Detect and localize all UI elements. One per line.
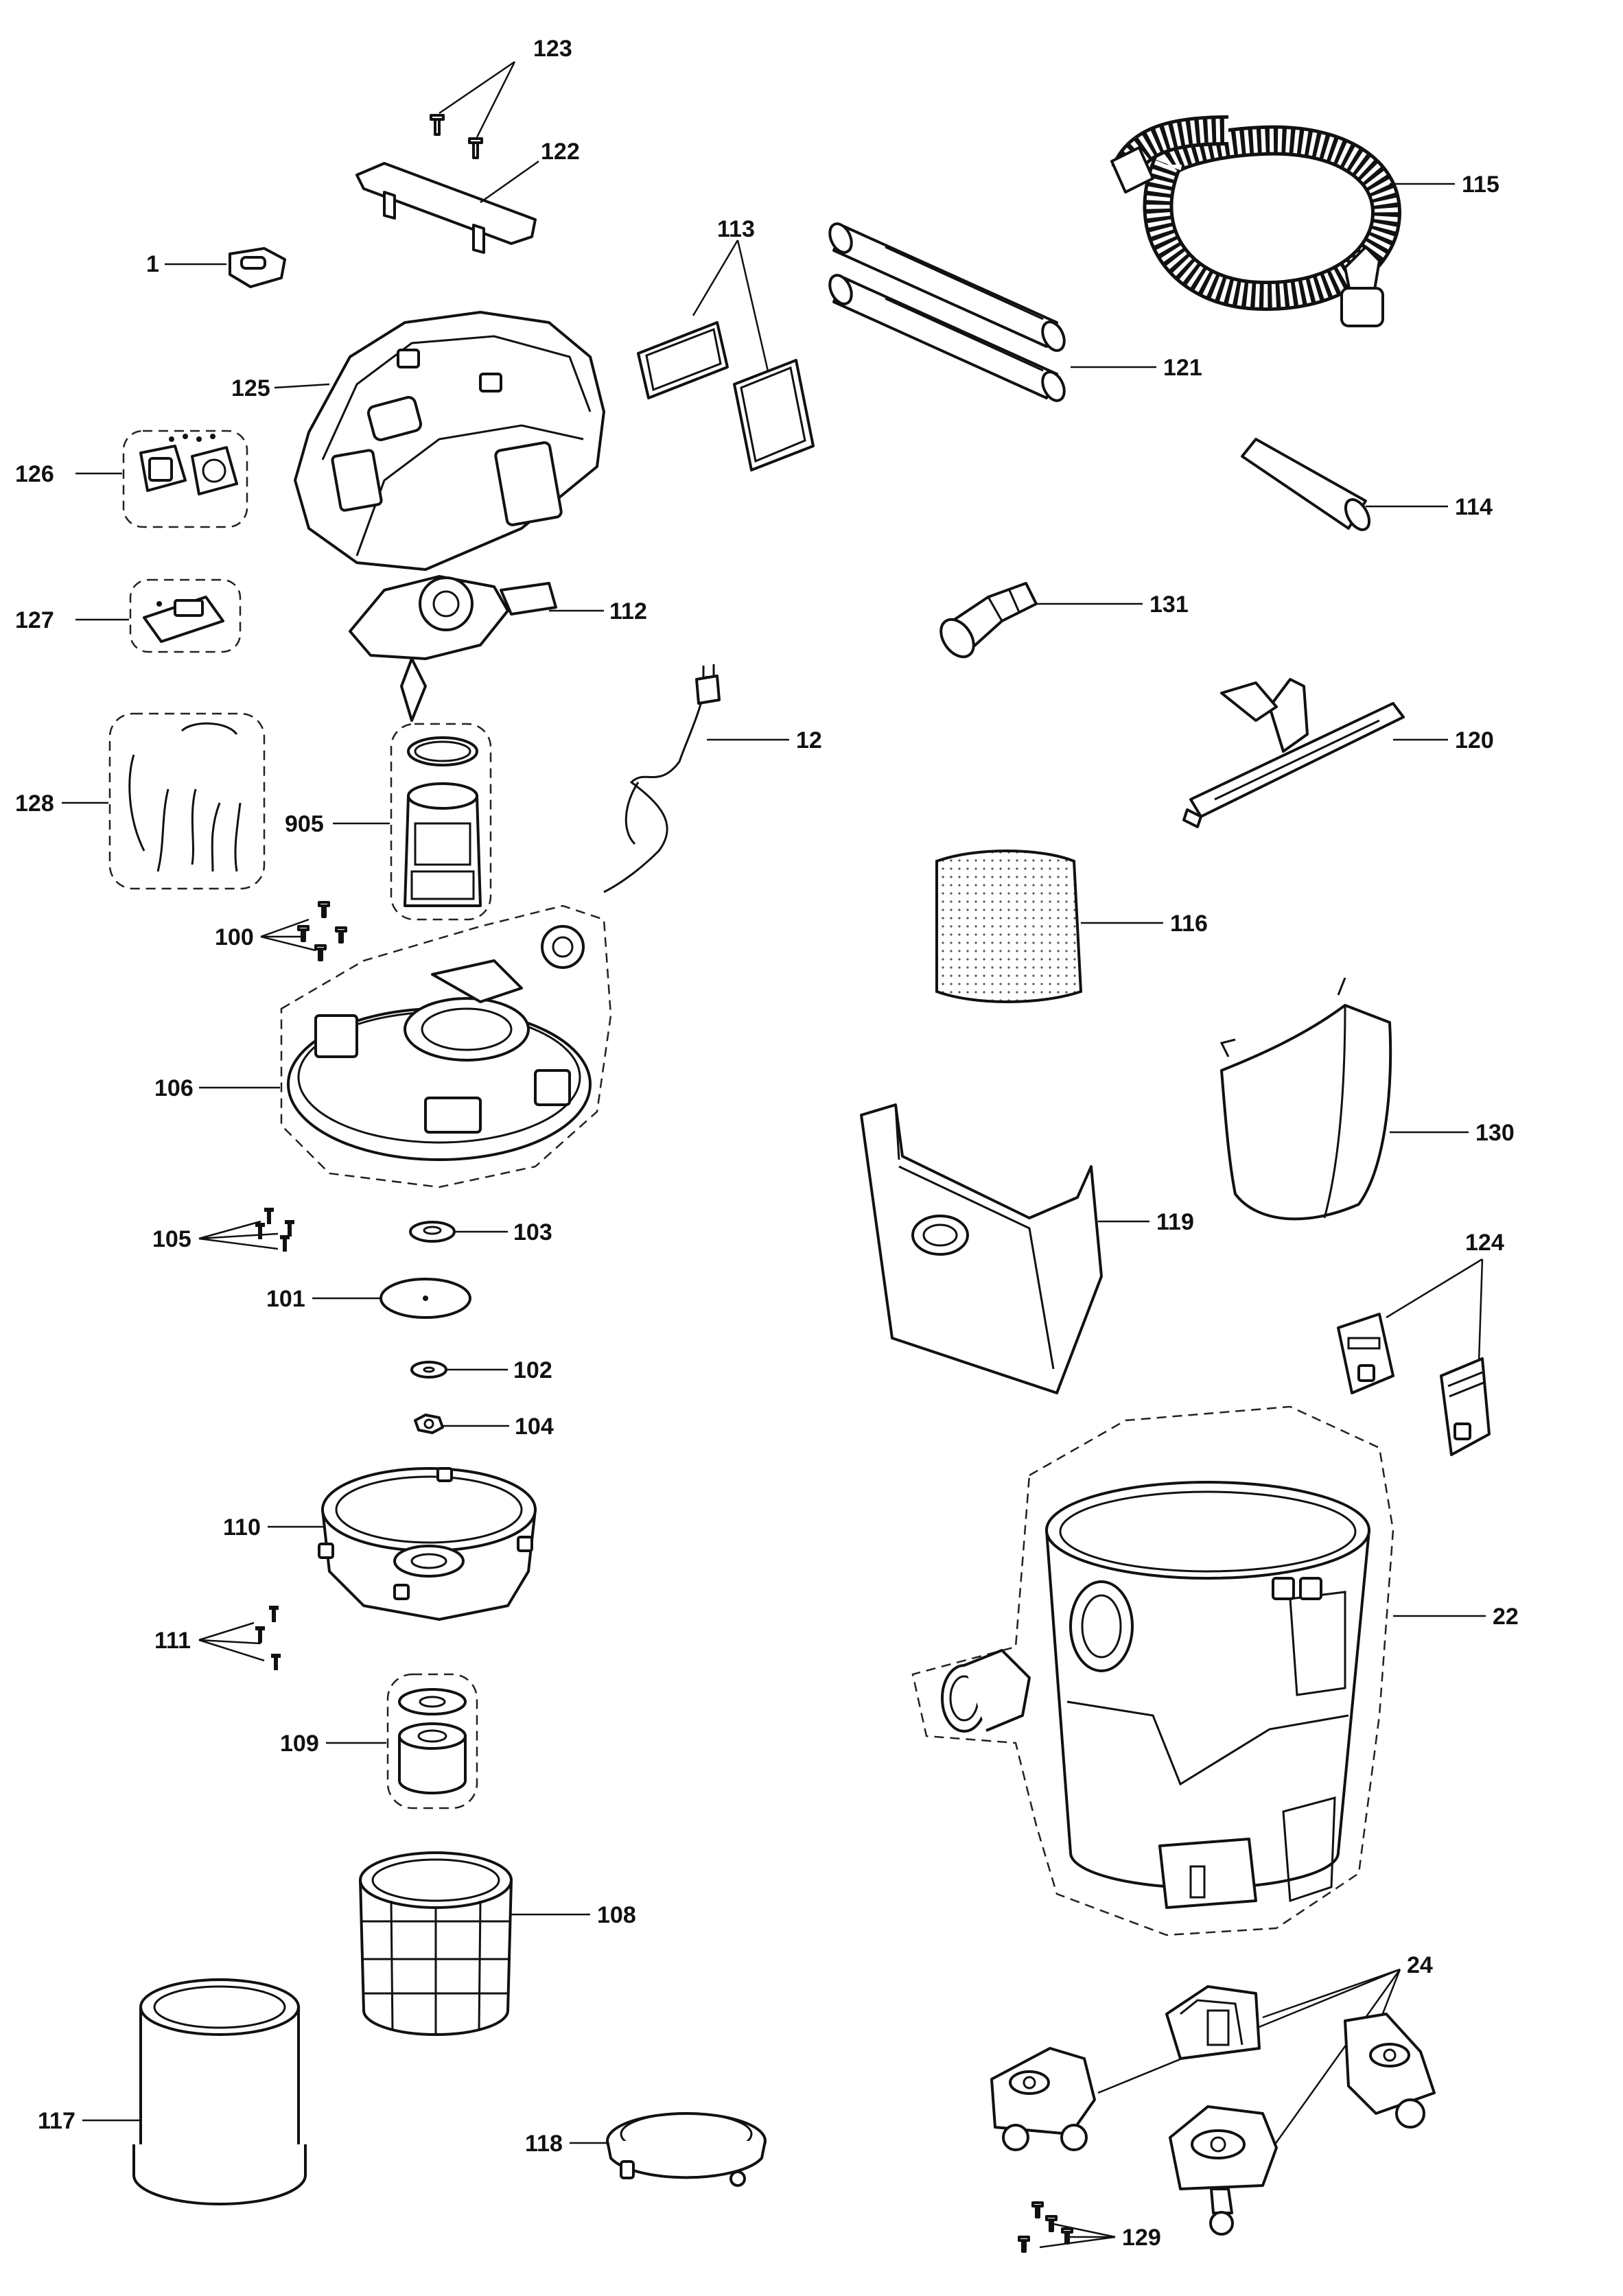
label-905: 905	[285, 811, 324, 837]
label-113: 113	[717, 216, 755, 242]
label-12: 12	[796, 727, 822, 753]
part-131-adapter	[939, 582, 1143, 659]
label-112: 112	[609, 598, 647, 624]
part-128-wire-set	[62, 712, 266, 890]
part-12-power-cord	[603, 664, 789, 893]
part-121-extension-tubes	[828, 222, 1156, 402]
label-123: 123	[533, 36, 572, 62]
part-120-floor-nozzle	[1182, 678, 1448, 828]
part-111-screws	[198, 1606, 281, 1670]
label-104: 104	[515, 1414, 554, 1440]
part-129-screws	[1018, 2201, 1116, 2253]
part-106-motor-base	[199, 904, 612, 1188]
part-126-socket-group	[75, 430, 248, 528]
label-106: 106	[154, 1075, 194, 1101]
label-110: 110	[223, 1514, 261, 1541]
part-127-circuit-board	[75, 578, 242, 653]
part-905-motor	[333, 723, 492, 921]
part-110-filter-housing	[268, 1467, 537, 1621]
label-130: 130	[1475, 1120, 1515, 1146]
part-119-dust-bag	[860, 1103, 1149, 1394]
label-128: 128	[15, 790, 54, 817]
part-124-latches	[1337, 1258, 1491, 1456]
label-116: 116	[1170, 911, 1208, 937]
part-104-nut	[414, 1414, 509, 1434]
part-116-filter-sleeve	[935, 850, 1163, 1003]
label-117: 117	[38, 2108, 75, 2134]
label-129: 129	[1122, 2225, 1161, 2251]
part-114-crevice-tool	[1241, 438, 1448, 531]
label-119: 119	[1156, 1209, 1194, 1235]
part-115-hose	[1110, 115, 1455, 327]
label-109: 109	[280, 1731, 319, 1757]
label-120: 120	[1455, 727, 1494, 753]
label-22: 22	[1493, 1604, 1519, 1630]
label-127: 127	[15, 607, 54, 633]
label-105: 105	[152, 1226, 191, 1252]
label-121: 121	[1163, 355, 1202, 381]
label-1: 1	[146, 251, 159, 277]
label-111: 111	[154, 1628, 191, 1654]
label-115: 115	[1462, 172, 1499, 198]
label-118: 118	[525, 2131, 563, 2157]
part-123-screws	[430, 60, 516, 159]
label-108: 108	[597, 1902, 636, 1928]
label-125: 125	[231, 375, 270, 401]
part-122-handle	[355, 160, 539, 254]
label-103: 103	[513, 1219, 552, 1245]
part-1-switch	[165, 247, 286, 288]
label-114: 114	[1455, 494, 1493, 520]
label-24: 24	[1407, 1952, 1433, 1978]
part-101-disc	[312, 1278, 471, 1319]
part-118-filter-cover	[570, 2112, 767, 2187]
part-103-washer	[409, 1221, 508, 1243]
label-102: 102	[513, 1357, 552, 1383]
label-122: 122	[541, 139, 580, 165]
part-22-container	[911, 1405, 1486, 1936]
part-130-filter-shield	[1219, 977, 1469, 1221]
label-131: 131	[1149, 591, 1189, 618]
label-124: 124	[1465, 1230, 1504, 1256]
part-117-cartridge-filter	[82, 1978, 307, 2205]
part-24-castors	[990, 1968, 1436, 2236]
part-113-gaskets	[637, 239, 815, 471]
part-125-top-cover	[274, 311, 605, 571]
label-126: 126	[15, 461, 54, 487]
part-112-fan-housing	[349, 575, 604, 722]
part-105-screws	[198, 1208, 294, 1252]
part-102-washer	[410, 1361, 508, 1379]
label-101: 101	[266, 1286, 305, 1312]
part-100-screws	[260, 901, 347, 961]
label-100: 100	[215, 924, 254, 950]
part-108-filter-basket	[359, 1851, 590, 2036]
part-109-foam-rings	[326, 1673, 478, 1809]
